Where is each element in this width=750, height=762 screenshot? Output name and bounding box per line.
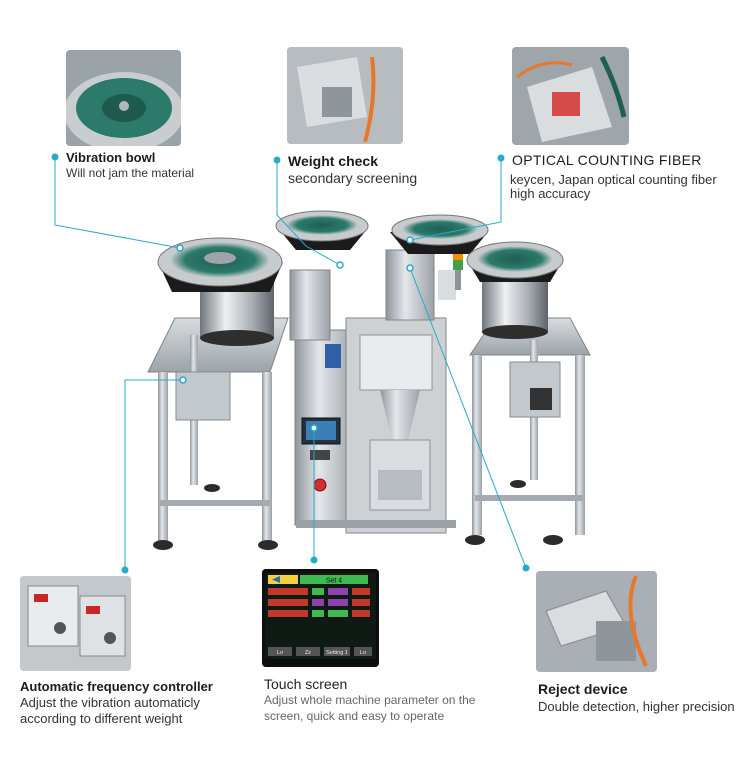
touch-screen-button-3: Setting 1 xyxy=(326,650,348,656)
touch-screen-photo: Set 4 Lo Zz Setting 1 Lo xyxy=(262,569,379,667)
reject-device-title: Reject device xyxy=(538,681,628,697)
touch-screen-desc-line1: Adjust whole machine parameter on the xyxy=(264,693,476,707)
callout-dot-frequency-controller xyxy=(121,566,129,574)
frequency-controller-desc-line2: according to different weight xyxy=(20,711,183,726)
left-vibration-bowl xyxy=(157,237,283,346)
optical-fiber-desc-line1: keycen, Japan optical counting fiber xyxy=(510,172,717,187)
optical-fiber-desc-line2: high accuracy xyxy=(510,186,591,201)
frequency-controller-desc-line1: Adjust the vibration automaticly xyxy=(20,695,200,710)
touch-screen-desc-line2: screen, quick and easy to operate xyxy=(264,709,445,723)
weight-check-title: Weight check xyxy=(288,153,378,169)
vibration-bowl-title: Vibration bowl xyxy=(66,150,156,165)
optical-fiber-photo xyxy=(512,47,629,145)
frequency-controller-title: Automatic frequency controller xyxy=(20,679,213,694)
touch-screen-button-1: Lo xyxy=(277,650,283,656)
center-left-bowl xyxy=(275,210,369,250)
touch-screen-ui: Set 4 Lo Zz Setting 1 Lo xyxy=(262,569,379,667)
reject-device-photo xyxy=(536,571,657,672)
weight-check-photo xyxy=(287,47,403,144)
weight-check-desc: secondary screening xyxy=(288,170,418,186)
callout-dot-optical-fiber xyxy=(497,154,505,162)
callout-dot-touch-screen xyxy=(310,556,318,564)
touch-screen-button-2: Zz xyxy=(305,650,311,656)
center-right-bowl xyxy=(390,214,489,254)
vibration-bowl-desc: Will not jam the material xyxy=(66,166,195,180)
touch-screen-button-4: Lo xyxy=(360,650,366,656)
touch-screen-title: Touch screen xyxy=(264,676,348,692)
optical-fiber-title: OPTICAL COUNTING FIBER xyxy=(512,152,702,168)
right-vibration-bowl xyxy=(466,241,564,339)
central-packing-unit xyxy=(294,317,456,534)
touch-screen-header: Set 4 xyxy=(326,578,342,585)
vibration-bowl-photo xyxy=(66,50,181,146)
callout-dot-vibration-bowl xyxy=(51,153,59,161)
reject-device-desc: Double detection, higher precision xyxy=(538,699,735,714)
callout-dot-weight-check xyxy=(273,156,281,164)
frequency-controller-photo xyxy=(20,576,131,671)
callout-dot-reject-device xyxy=(522,564,530,572)
